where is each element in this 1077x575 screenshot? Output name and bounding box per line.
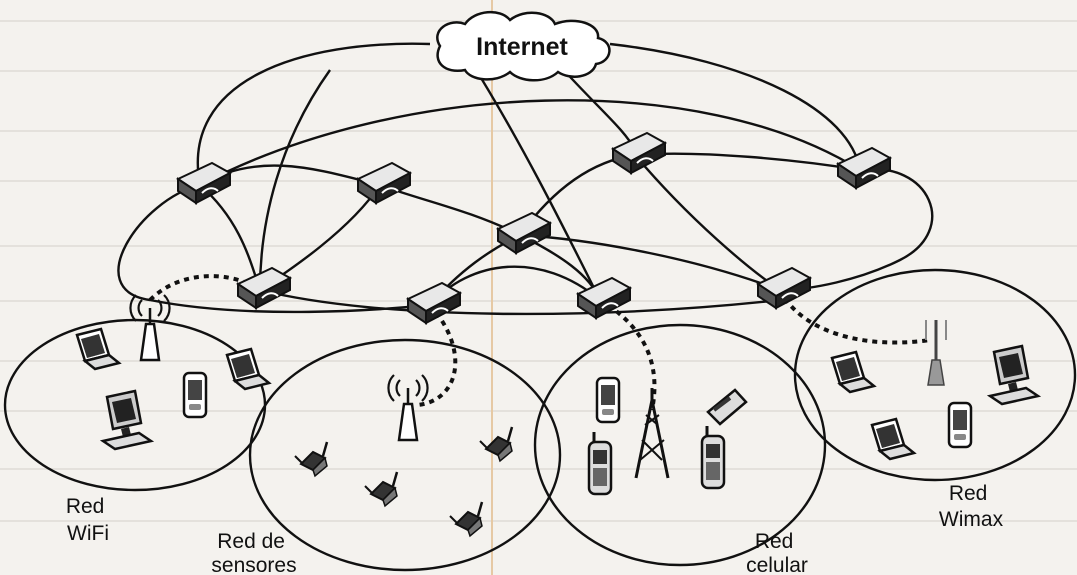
pda-icon (595, 376, 621, 424)
desktop-icon (101, 389, 153, 451)
internet-label: Internet (476, 33, 568, 61)
sensor-node-icon (478, 425, 514, 463)
sensor-node-icon (363, 470, 399, 508)
sensor-node-icon (448, 500, 484, 538)
cellphone-icon (587, 430, 613, 496)
cellular-network-ellipse (533, 323, 827, 567)
desktop-icon (988, 344, 1040, 406)
wifi-label: Red WiFi (66, 495, 110, 545)
sensores-label: Red de sensores (211, 530, 296, 575)
access-point-icon (387, 373, 429, 442)
laptop-icon (870, 417, 916, 461)
sensor-node-icon (293, 440, 329, 478)
pda-icon (947, 401, 973, 449)
cellphone-icon (700, 424, 726, 490)
sensor-network-ellipse (248, 338, 562, 572)
cellular-devices (587, 376, 748, 496)
pda-icon (182, 371, 208, 419)
network-boundaries (3, 268, 1077, 572)
laptop-icon (75, 327, 121, 371)
router-icon (177, 162, 231, 204)
router-icon (357, 162, 411, 204)
laptop-icon (830, 350, 876, 394)
wifi-devices (75, 293, 271, 451)
laptop-icon (225, 347, 271, 391)
wimax-devices (830, 320, 1040, 461)
router-icon (612, 132, 666, 174)
network-labels: Red WiFi Red de sensores Red celular Red… (66, 482, 1004, 575)
flip-phone-icon (706, 388, 748, 426)
router-icon (407, 282, 461, 324)
wimax-antenna-icon (925, 320, 947, 386)
wimax-label: Red Wimax (939, 482, 1004, 531)
access-point-icon (129, 293, 171, 362)
internet-cloud: Internet (436, 11, 611, 82)
sensor-devices (293, 373, 514, 538)
wired-links (117, 42, 934, 316)
wimax-network-ellipse (793, 268, 1077, 482)
celular-label: Red celular (746, 530, 808, 575)
wireless-links (148, 274, 931, 411)
cell-tower-icon (634, 388, 670, 479)
